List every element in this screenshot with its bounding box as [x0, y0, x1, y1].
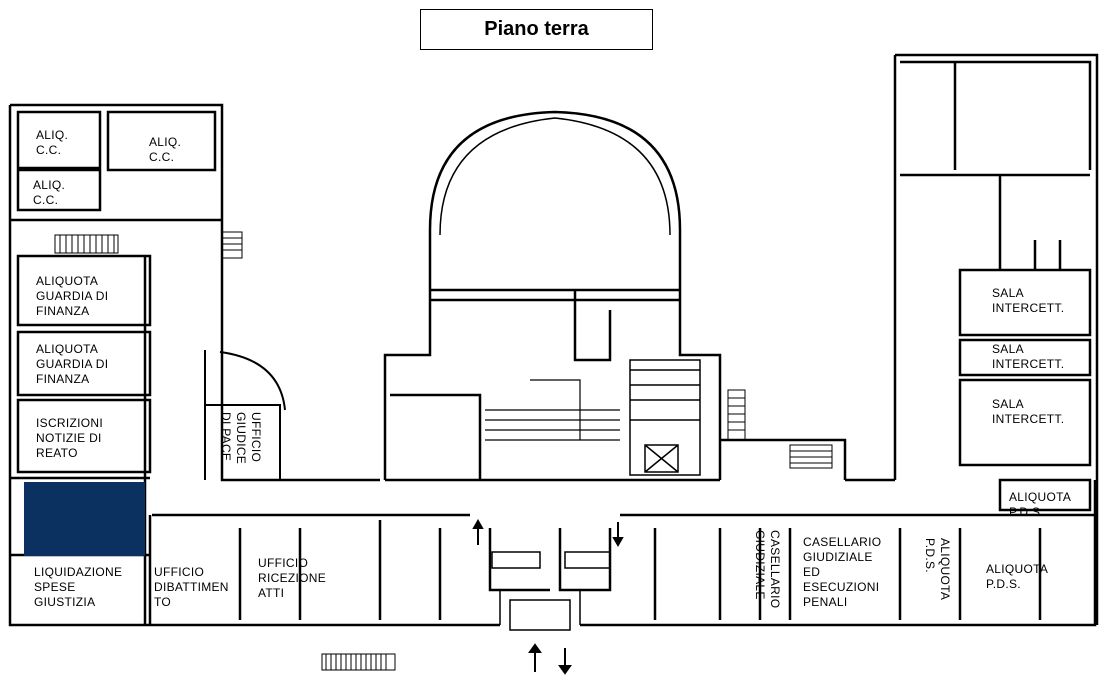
corridor-down-arrow [612, 522, 624, 548]
dome-arc [439, 117, 671, 236]
left-wing-partitions [10, 110, 222, 625]
side-stairs [222, 231, 243, 259]
bottom-wing-outer-wall [148, 478, 1097, 627]
entrance-grates [491, 551, 611, 569]
bottom-wing-partitions [238, 520, 1042, 620]
left-stairs [54, 234, 119, 254]
corridor-up-arrow [472, 518, 484, 545]
entrance-up-arrow [528, 643, 542, 672]
right-wing-outer-wall [720, 53, 1099, 625]
room-label-aliq-cc-3: ALIQ.C.C. [33, 178, 66, 207]
right-wing-partitions [900, 60, 1092, 512]
right-center-block [629, 359, 701, 476]
right-stairs [727, 389, 746, 441]
central-stairs [485, 379, 620, 441]
central-hall-walls [383, 110, 722, 482]
room-label-aliq-cc-2: ALIQ.C.C. [149, 135, 182, 164]
entrance [499, 590, 581, 631]
floor-title: Piano terra [420, 9, 653, 50]
courtyard-stairs [789, 444, 833, 469]
giudice-pace-room [204, 350, 286, 480]
left-wing-outer-wall [8, 103, 272, 627]
highlighted-room [24, 482, 145, 556]
bottom-stairs [321, 653, 396, 671]
room-label-aliq-cc-1: ALIQ.C.C. [36, 128, 69, 157]
entrance-down-arrow [558, 648, 572, 675]
